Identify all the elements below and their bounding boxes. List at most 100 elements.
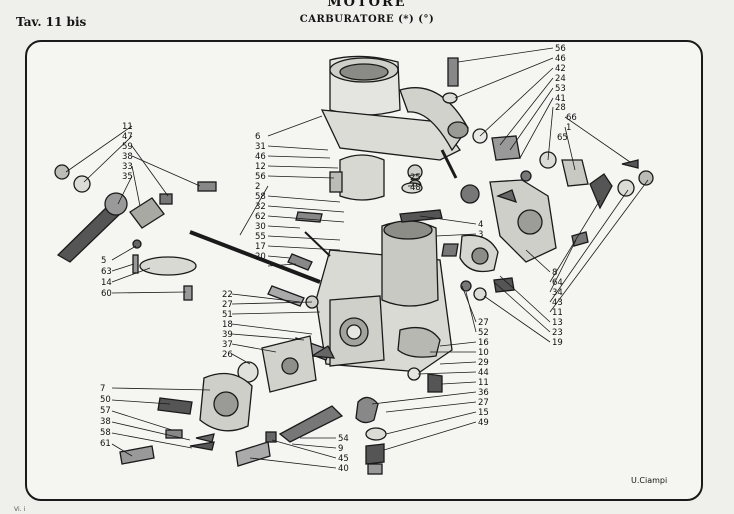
callout-mid-center-right-1: 3 bbox=[478, 230, 483, 240]
callout-bottom-center-2: 45 bbox=[338, 454, 349, 464]
callout-right-column-0: 56 bbox=[555, 44, 566, 54]
callout-left-group-0: 11 bbox=[122, 122, 133, 132]
callout-left-lower-1: 63 bbox=[101, 267, 112, 277]
callout-top-left-stack-5: 2 bbox=[255, 182, 260, 192]
callout-far-right-7: 19 bbox=[552, 338, 563, 348]
callout-top-left-stack-10: 55 bbox=[255, 232, 266, 242]
callout-right-column-2: 42 bbox=[555, 64, 566, 74]
callout-mid-right-8: 27 bbox=[478, 398, 489, 408]
section-title: MOTORE bbox=[327, 0, 407, 10]
page-header: MOTORE CARBURATORE (*) (°) Tav. 11 bis bbox=[0, 0, 734, 36]
callout-mid-left-3: 18 bbox=[222, 320, 233, 330]
leader-lines bbox=[65, 47, 649, 469]
callout-mid-center-right-3: 48 bbox=[410, 183, 421, 193]
callout-top-left-stack-2: 46 bbox=[255, 152, 266, 162]
callout-mid-right-7: 36 bbox=[478, 388, 489, 398]
callout-bottom-left-3: 38 bbox=[100, 417, 111, 427]
callout-mid-left-2: 51 bbox=[222, 310, 233, 320]
callout-right-column-1: 46 bbox=[555, 54, 566, 64]
callout-far-right-5: 13 bbox=[552, 318, 563, 328]
callout-right-column-7: 66 bbox=[566, 113, 577, 123]
callout-bottom-left-0: 7 bbox=[100, 384, 105, 394]
callout-mid-left-4: 39 bbox=[222, 330, 233, 340]
callout-right-column-6: 28 bbox=[555, 103, 566, 113]
callout-bottom-center-1: 9 bbox=[338, 444, 343, 454]
callout-mid-right-4: 29 bbox=[478, 358, 489, 368]
throttle-lever bbox=[54, 164, 217, 301]
callout-mid-right-6: 11 bbox=[478, 378, 489, 388]
callout-mid-right-9: 15 bbox=[478, 408, 489, 418]
plate-subtitle: CARBURATORE (*) (°) bbox=[299, 14, 435, 25]
callout-right-column-9: 65 bbox=[557, 133, 568, 143]
plate-number: Tav. 11 bis bbox=[16, 15, 87, 29]
page-footer: Vi. i bbox=[14, 506, 26, 513]
callout-mid-left-6: 26 bbox=[222, 350, 233, 360]
air-horn-cover bbox=[320, 55, 469, 179]
callout-left-group-4: 33 bbox=[122, 162, 133, 172]
float-assembly bbox=[329, 154, 423, 201]
callout-top-left-stack-8: 62 bbox=[255, 212, 266, 222]
callout-bottom-left-2: 57 bbox=[100, 406, 111, 416]
callout-top-left-stack-12: 20 bbox=[255, 252, 266, 262]
fuel-inlet-parts bbox=[355, 367, 443, 475]
callout-mid-right-10: 49 bbox=[478, 418, 489, 428]
carburettor-body bbox=[315, 220, 453, 373]
callout-left-lower-0: 5 bbox=[101, 256, 106, 266]
callout-bottom-center-3: 40 bbox=[338, 464, 349, 474]
callout-top-left-stack-11: 17 bbox=[255, 242, 266, 252]
callout-far-right-2: 34 bbox=[552, 288, 563, 298]
callout-top-left-stack-9: 30 bbox=[255, 222, 266, 232]
callout-mid-left-5: 37 bbox=[222, 340, 233, 350]
callout-far-right-3: 43 bbox=[552, 298, 563, 308]
idle-jet-parts bbox=[235, 405, 344, 467]
callout-far-right-6: 23 bbox=[552, 328, 563, 338]
callout-mid-left-0: 22 bbox=[222, 290, 233, 300]
callout-top-left-stack-6: 58 bbox=[255, 192, 266, 202]
callout-right-column-4: 53 bbox=[555, 84, 566, 94]
callout-mid-left-1: 27 bbox=[222, 300, 233, 310]
callout-left-group-1: 47 bbox=[122, 132, 133, 142]
artist-signature: U.Ciampi bbox=[631, 476, 668, 485]
callout-mid-right-3: 10 bbox=[478, 348, 489, 358]
callout-bottom-center-0: 54 bbox=[338, 434, 349, 444]
callout-top-left-stack-4: 56 bbox=[255, 172, 266, 182]
callout-top-left-stack-1: 31 bbox=[255, 142, 266, 152]
callout-mid-right-2: 16 bbox=[478, 338, 489, 348]
callout-left-group-2: 59 bbox=[122, 142, 133, 152]
callout-left-group-5: 35 bbox=[122, 172, 133, 182]
callout-top-left-stack-3: 12 bbox=[255, 162, 266, 172]
callout-right-column-5: 41 bbox=[555, 94, 566, 104]
callout-mid-center-right-2: 25 bbox=[410, 173, 421, 183]
callout-mid-right-0: 27 bbox=[478, 318, 489, 328]
callout-mid-center-right-0: 4 bbox=[478, 220, 483, 230]
callout-left-lower-2: 14 bbox=[101, 278, 112, 288]
callout-far-right-1: 64 bbox=[552, 278, 563, 288]
callout-mid-right-5: 44 bbox=[478, 368, 489, 378]
callout-far-right-4: 11 bbox=[552, 308, 563, 318]
callout-top-left-stack-0: 6 bbox=[255, 132, 260, 142]
callout-right-column-8: 1 bbox=[566, 123, 571, 133]
callout-bottom-left-1: 50 bbox=[100, 395, 111, 405]
power-valve-assembly bbox=[119, 372, 253, 465]
callout-far-right-0: 8 bbox=[552, 268, 557, 278]
callout-bottom-left-4: 58 bbox=[100, 428, 111, 438]
throttle-shaft bbox=[189, 230, 321, 284]
callout-bottom-left-5: 61 bbox=[100, 439, 111, 449]
pump-cover bbox=[237, 335, 317, 393]
choke-and-filter-parts bbox=[399, 57, 654, 301]
callout-right-column-3: 24 bbox=[555, 74, 566, 84]
callout-left-group-3: 38 bbox=[122, 152, 133, 162]
callout-left-lower-3: 60 bbox=[101, 289, 112, 299]
